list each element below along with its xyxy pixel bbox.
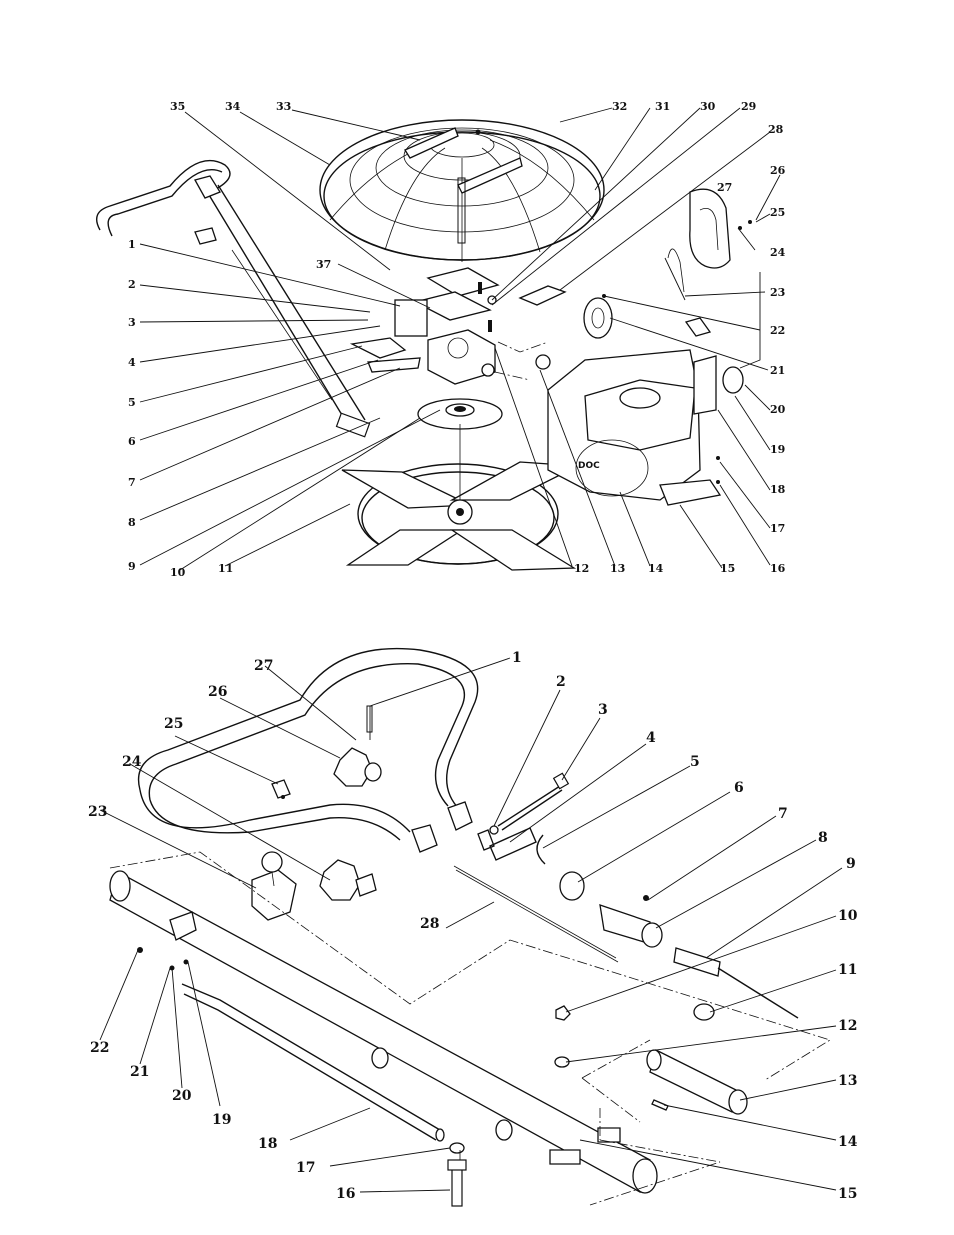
callout-b3: 3 bbox=[598, 702, 608, 718]
shaft-parts-drawing bbox=[454, 773, 798, 1020]
callout-b14: 14 bbox=[838, 1134, 858, 1150]
callout-b26: 26 bbox=[208, 684, 227, 700]
callout-b4: 4 bbox=[646, 730, 656, 746]
callout-b23: 23 bbox=[88, 804, 107, 820]
loop-handle-drawing bbox=[139, 649, 478, 852]
callout-b7: 7 bbox=[778, 806, 788, 822]
callout-b20: 20 bbox=[172, 1088, 192, 1104]
callout-b10: 10 bbox=[838, 908, 858, 924]
callout-b16: 16 bbox=[336, 1186, 355, 1202]
callout-b22: 22 bbox=[90, 1040, 109, 1056]
callout-b25: 25 bbox=[164, 716, 183, 732]
callout-b6: 6 bbox=[734, 780, 744, 796]
callout-b1: 1 bbox=[512, 650, 522, 666]
callout-b19: 19 bbox=[212, 1112, 231, 1128]
callout-b27: 27 bbox=[254, 658, 273, 674]
callout-b2: 2 bbox=[556, 674, 566, 690]
callout-b18: 18 bbox=[258, 1136, 277, 1152]
callout-b8: 8 bbox=[818, 830, 828, 846]
callout-b13: 13 bbox=[838, 1073, 857, 1089]
bolt-washer-drawing bbox=[448, 1143, 466, 1206]
main-tube-drawing bbox=[110, 871, 657, 1193]
callout-b21: 21 bbox=[130, 1064, 149, 1080]
callout-b28: 28 bbox=[420, 916, 439, 932]
callout-b17: 17 bbox=[296, 1160, 315, 1176]
callout-b5: 5 bbox=[690, 754, 700, 770]
throttle-lever-drawing bbox=[252, 852, 296, 920]
callout-b9: 9 bbox=[846, 856, 856, 872]
alignment-lines-bottom bbox=[110, 852, 830, 1205]
callout-b12: 12 bbox=[838, 1018, 857, 1034]
callout-b11: 11 bbox=[838, 962, 857, 978]
callout-b24: 24 bbox=[122, 754, 142, 770]
callout-b15: 15 bbox=[838, 1186, 857, 1202]
